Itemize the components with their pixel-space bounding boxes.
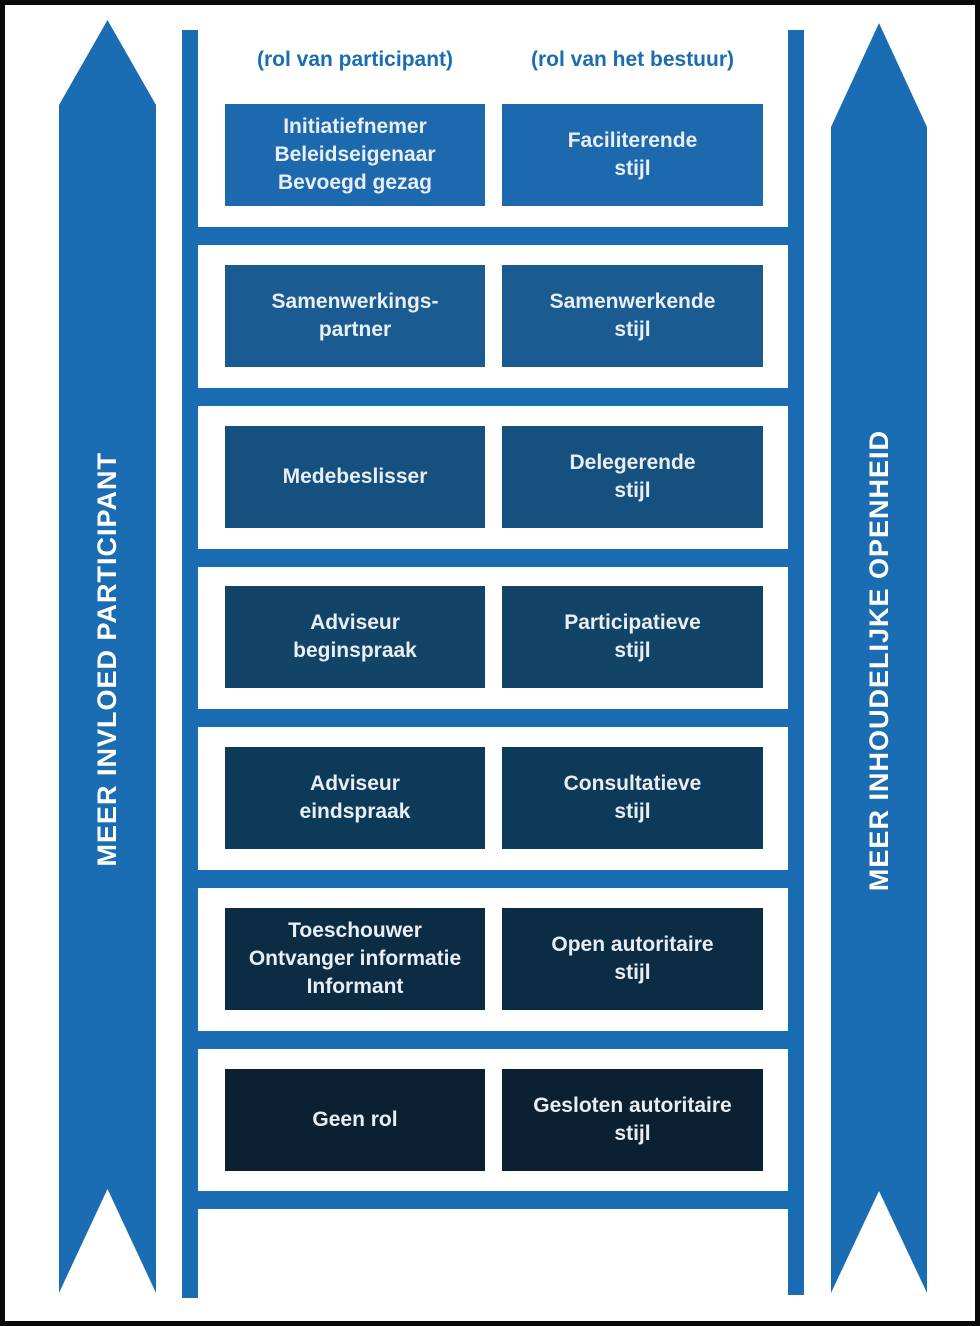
ladder-rung bbox=[182, 709, 804, 727]
ladder-rail-right bbox=[788, 30, 804, 1295]
bestuur-style-box: Delegerende stijl bbox=[502, 426, 763, 528]
column-header-participant: (rol van participant) bbox=[256, 48, 454, 71]
ladder-rung bbox=[182, 870, 804, 888]
left-arrow-label: MEER INVLOED PARTICIPANT bbox=[92, 452, 122, 867]
ladder-rung bbox=[182, 388, 804, 406]
right-arrow-label: MEER INHOUDELIJKE OPENHEID bbox=[863, 430, 894, 892]
participant-role-box: Medebeslisser bbox=[225, 426, 485, 528]
ladder-rung bbox=[182, 549, 804, 567]
ladder-rung bbox=[182, 1031, 804, 1049]
ladder-rung bbox=[182, 227, 804, 245]
ladder-rung bbox=[182, 1191, 804, 1209]
participant-role-box: Toeschouwer Ontvanger informatie Informa… bbox=[225, 908, 485, 1010]
left-arrow-ribbon: MEER INVLOED PARTICIPANT bbox=[59, 20, 156, 1293]
bestuur-style-box: Gesloten autoritaire stijl bbox=[502, 1069, 763, 1171]
bestuur-style-box: Open autoritaire stijl bbox=[502, 908, 763, 1010]
bestuur-style-box: Faciliterende stijl bbox=[502, 104, 763, 206]
bestuur-style-box: Consultatieve stijl bbox=[502, 747, 763, 849]
bestuur-style-box: Participatieve stijl bbox=[502, 586, 763, 688]
participant-role-box: Adviseur beginspraak bbox=[225, 586, 485, 688]
participant-role-box: Adviseur eindspraak bbox=[225, 747, 485, 849]
participant-role-box: Samenwerkings- partner bbox=[225, 265, 485, 367]
ladder-rail-left bbox=[182, 30, 198, 1298]
bestuur-style-box: Samenwerkende stijl bbox=[502, 265, 763, 367]
right-arrow-ribbon: MEER INHOUDELIJKE OPENHEID bbox=[831, 23, 927, 1293]
participant-role-box: Initiatiefnemer Beleidseigenaar Bevoegd … bbox=[225, 104, 485, 206]
participant-role-box: Geen rol bbox=[225, 1069, 485, 1171]
column-header-bestuur: (rol van het bestuur) bbox=[530, 48, 735, 71]
